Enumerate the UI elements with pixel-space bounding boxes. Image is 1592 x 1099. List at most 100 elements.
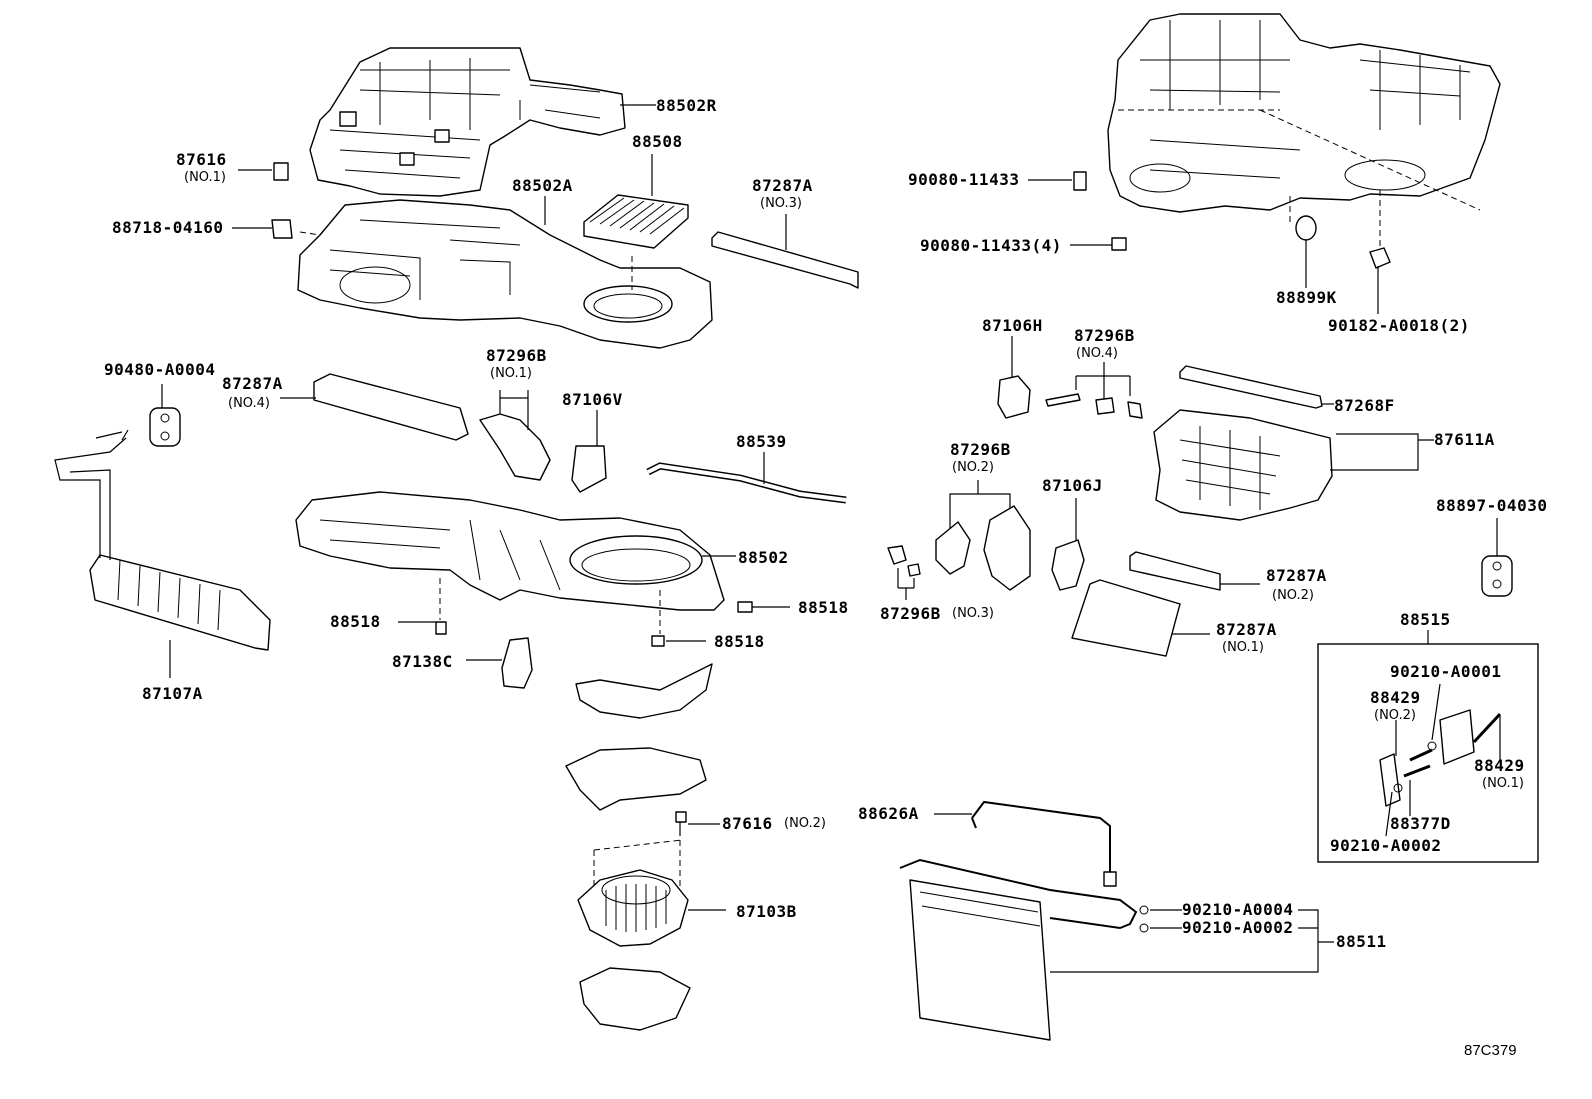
label-88897: 88897-04030	[1436, 496, 1548, 515]
nut-90182-drawing	[1369, 247, 1391, 269]
label-87106J: 87106J	[1042, 476, 1103, 495]
label-90210A2: 90210-A0002	[1182, 918, 1294, 937]
label-88377D: 88377D	[1390, 814, 1451, 833]
leader-90210A2b	[1385, 791, 1393, 837]
sublabel-87287A-no3: (NO.3)	[760, 196, 802, 211]
sublabel-87296B-no1: (NO.1)	[490, 366, 532, 381]
leader-87296B-no1	[499, 390, 529, 430]
leader-87296B-no2	[949, 480, 1011, 540]
link-87296B-no4-drawing	[1095, 397, 1115, 415]
clip-88718-drawing	[271, 219, 293, 239]
rod-87296B-no4-drawing	[1045, 393, 1081, 407]
label-90080b: 90080-11433(4)	[920, 236, 1062, 255]
wire-88626A-drawing	[971, 800, 1111, 876]
screw-87616-no2-drawing	[675, 811, 687, 823]
linkage-87296B-no1-drawing	[479, 413, 551, 481]
label-90480: 90480-A0004	[104, 360, 216, 379]
label-88518c: 88518	[714, 632, 765, 651]
leader-87611A	[1330, 433, 1434, 471]
block-88429-no1-drawing	[1439, 709, 1475, 765]
label-88899K: 88899K	[1276, 288, 1337, 307]
label-87616-no1: 87616	[176, 150, 227, 169]
sublabel-87287A-no4: (NO.4)	[228, 396, 270, 411]
label-88502A: 88502A	[512, 176, 573, 195]
evaporator-88511-drawing	[899, 858, 1138, 1041]
label-88539: 88539	[736, 432, 787, 451]
label-88518b: 88518	[798, 598, 849, 617]
seal-88899K-drawing	[1295, 215, 1317, 241]
sublabel-87616-no1: (NO.1)	[184, 170, 226, 185]
sublabel-87287A-no2: (NO.2)	[1272, 588, 1314, 603]
oring-90210A2-drawing	[1139, 923, 1149, 933]
label-87103B: 87103B	[736, 902, 797, 921]
resistor-87138C-drawing	[501, 637, 533, 689]
label-90210A1: 90210-A0001	[1390, 662, 1502, 681]
label-87287A-no4: 87287A	[222, 374, 283, 393]
grommet-90480-drawing	[149, 407, 181, 447]
label-87287A-no2: 87287A	[1266, 566, 1327, 585]
oring-90210A4-drawing	[1139, 905, 1149, 915]
damper-87287A-no3-drawing	[711, 231, 859, 289]
filter-88508-drawing	[583, 194, 689, 249]
label-88718: 88718-04160	[112, 218, 224, 237]
damper-87268F-drawing	[1179, 365, 1323, 409]
damper-87287A-no2-drawing	[1129, 551, 1221, 591]
label-87296B-no2: 87296B	[950, 440, 1011, 459]
label-90210A4: 90210-A0004	[1182, 900, 1294, 919]
sublabel-87296B-no2: (NO.2)	[952, 460, 994, 475]
actuator-87106H-drawing	[997, 375, 1031, 419]
label-90210A2b: 90210-A0002	[1330, 836, 1442, 855]
label-88508: 88508	[632, 132, 683, 151]
clip-88518a-drawing	[435, 621, 447, 635]
leader-87296B-no3	[897, 568, 915, 600]
leader-90210A1	[1431, 683, 1441, 741]
actuator-87106V-drawing	[571, 445, 607, 493]
sublabel-87296B-no3: (NO.3)	[952, 606, 994, 621]
heater-core-87107A-drawing	[54, 429, 271, 651]
label-87296B-no1: 87296B	[486, 346, 547, 365]
linkage-87296B-no2-drawing	[935, 521, 971, 575]
clip-88518c-drawing	[651, 635, 665, 647]
leader-88511	[1050, 909, 1334, 973]
label-87138C: 87138C	[392, 652, 453, 671]
blower-case-88502-drawing	[295, 491, 725, 611]
damper-87287A-no1-drawing	[1071, 579, 1181, 657]
dash-right-2	[1259, 109, 1481, 211]
damper-87287A-no4-drawing	[313, 373, 469, 441]
lever-87296B-no4-drawing	[1127, 401, 1143, 419]
sublabel-87616-no2: (NO.2)	[784, 816, 826, 831]
blower-motor-87103B-drawing	[577, 869, 689, 947]
label-87296B-no4: 87296B	[1074, 326, 1135, 345]
label-88511: 88511	[1336, 932, 1387, 951]
bolt-90080a-drawing	[1073, 171, 1087, 191]
label-90182: 90182-A0018(2)	[1328, 316, 1470, 335]
label-87107A: 87107A	[142, 684, 203, 703]
label-88429-no1: 88429	[1474, 756, 1525, 775]
pipe-88377D-drawing	[1403, 764, 1431, 778]
label-87611A: 87611A	[1434, 430, 1495, 449]
label-88518a: 88518	[330, 612, 381, 631]
evaporator-case-87611A-drawing	[1153, 409, 1333, 521]
dash-88718	[299, 231, 321, 236]
link-87296B-no3-drawing	[887, 545, 907, 565]
duct-lower-2-drawing	[565, 747, 707, 811]
sublabel-88429-no2: (NO.2)	[1374, 708, 1416, 723]
sublabel-87296B-no4: (NO.4)	[1076, 346, 1118, 361]
bolt-90080b-drawing	[1111, 237, 1127, 251]
sublabel-87287A-no1: (NO.1)	[1222, 640, 1264, 655]
sublabel-88429-no1: (NO.1)	[1482, 776, 1524, 791]
label-87287A-no3: 87287A	[752, 176, 813, 195]
lower-case-88502A-drawing	[297, 199, 713, 349]
label-87106H: 87106H	[982, 316, 1043, 335]
clip-87616-drawing	[273, 162, 289, 181]
label-88429-no2: 88429	[1370, 688, 1421, 707]
upper-case-88502R-drawing	[309, 47, 626, 197]
label-87287A-no1: 87287A	[1216, 620, 1277, 639]
clip-88518b-drawing	[737, 601, 753, 613]
label-87296B-no3: 87296B	[880, 604, 941, 623]
duct-lower-1-drawing	[575, 663, 713, 719]
valve-88429-no2-drawing	[1379, 753, 1401, 807]
diagram-id: 87C379	[1464, 1042, 1517, 1059]
actuator-87106J-drawing	[1051, 539, 1085, 591]
